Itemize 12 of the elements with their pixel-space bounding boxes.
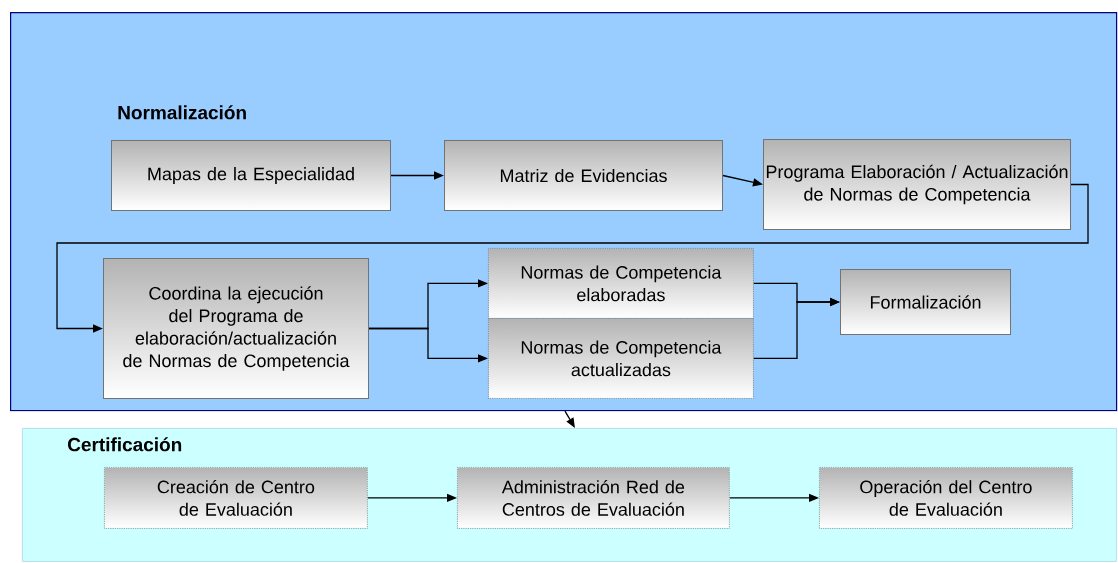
- process-box: Creación de Centro de Evaluación: [104, 467, 368, 529]
- process-box: Normas de Competencia actualizadas: [488, 318, 754, 399]
- process-box: Matriz de Evidencias: [444, 140, 723, 211]
- process-box: Operación del Centro de Evaluación: [819, 467, 1073, 529]
- arrow: [564, 410, 575, 428]
- process-box: Formalización: [840, 269, 1011, 335]
- arrow: [56, 183, 1089, 333]
- process-box: Coordina la ejecución del Programa de elaboración/actualización de Normas de Competencia: [103, 258, 369, 399]
- process-box: Administración Red de Centros de Evaluación: [457, 467, 730, 529]
- process-box: Programa Elaboración / Actualización de Normas de Competencia: [763, 139, 1071, 230]
- process-box: Mapas de la Especialidad: [111, 140, 391, 211]
- process-box: Normas de Competencia elaboradas: [488, 248, 754, 319]
